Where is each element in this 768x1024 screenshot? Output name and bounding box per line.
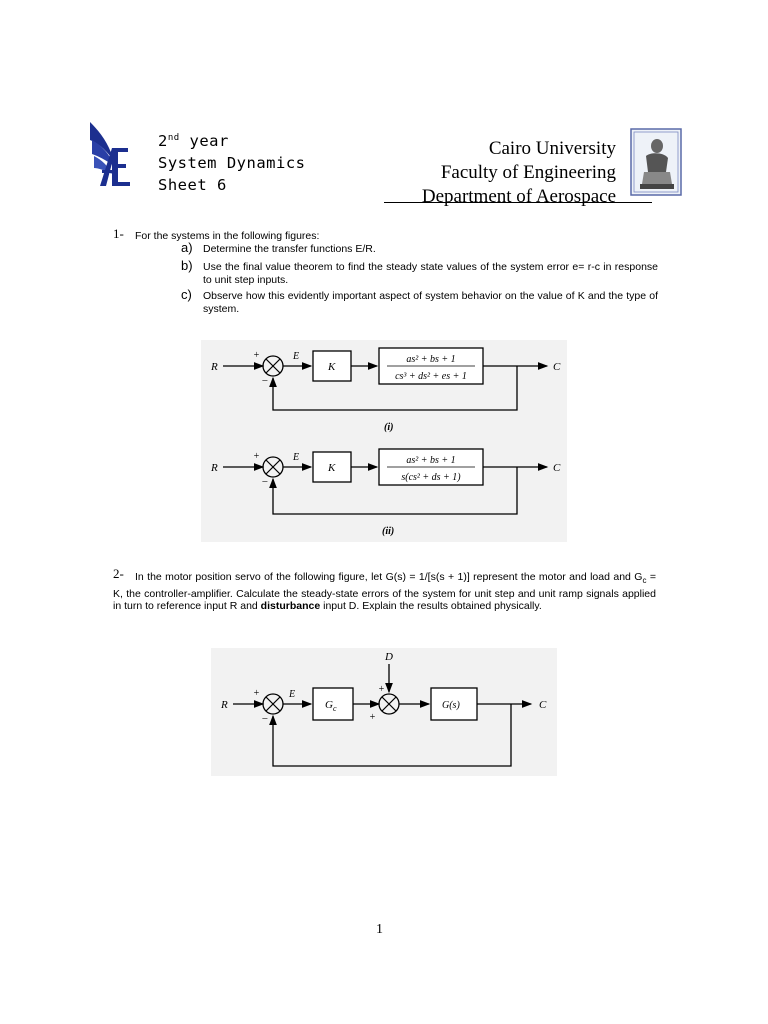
controller-block [312,687,354,721]
gain-block-ii [312,451,352,483]
caption-ii: (ii) [382,526,394,537]
fig2-input: R [220,699,228,711]
q1-part-b-letter: b) [181,258,193,273]
svg-text:−: − [261,476,268,488]
diagram-ii-output: C [553,462,561,474]
course-info: 2nd year System Dynamics Sheet 6 [158,130,305,196]
university-name: Cairo University [488,138,616,159]
figure-2: R + − E Gc D + + G(s) C [211,648,557,776]
fig2-disturbance: D [384,651,393,663]
q1-number: 1- [113,226,124,241]
q2-number: 2- [113,566,124,581]
course-subject: System Dynamics [158,154,306,172]
svg-text:−: − [261,713,268,725]
course-year: 2nd year [158,132,229,150]
faculty-name: Faculty of Engineering [440,162,616,183]
q1-part-b-text: Use the final value theorem to find the … [203,261,658,286]
svg-text:as² + bs + 1: as² + bs + 1 [406,354,455,365]
fig2-error: E [288,689,295,700]
institution-block: Cairo University Faculty of Engineering … [360,137,616,209]
q1-part-c-text: Observe how this evidently important asp… [203,290,658,315]
diagram-i-output: C [553,361,561,373]
q1-part-c-letter: c) [181,287,192,302]
svg-text:Gc: Gc [325,699,337,713]
department-name: Department of Aerospace [421,186,616,207]
svg-text:+: + [369,712,376,723]
diagram-i-input: R [210,361,218,373]
diagram-i-error: E [292,351,299,362]
svg-text:+: + [378,684,385,695]
svg-text:+: + [253,350,260,361]
q2-text: In the motor position servo of the follo… [113,571,656,613]
course-sheet: Sheet 6 [158,176,227,194]
block-diagram-i: R + − E K as² + bs + 1 cs³ + ds² + es + … [210,347,561,433]
page-number: 1 [376,922,383,937]
q1-part-a-text: Determine the transfer functions E/R. [203,243,376,255]
svg-text:s(cs² + ds + 1): s(cs² + ds + 1) [401,472,461,483]
q2-bold-disturbance: disturbance [260,600,321,613]
fig2-output: C [539,699,547,711]
aerospace-logo [88,118,150,194]
svg-text:cs³ + ds² + es + 1: cs³ + ds² + es + 1 [395,371,467,382]
caption-i: (i) [384,422,393,433]
svg-text:K: K [327,361,336,373]
header-rule [384,202,652,203]
diagram-ii-error: E [292,452,299,463]
university-seal [630,128,682,196]
q1-part-a-letter: a) [181,240,193,255]
q1-intro: For the systems in the following figures… [135,230,320,242]
svg-text:K: K [327,462,336,474]
svg-text:+: + [253,451,260,462]
gain-block-i [312,350,352,382]
figure-1: R + − E K as² + bs + 1 cs³ + ds² + es + … [201,340,567,542]
svg-text:−: − [261,375,268,387]
svg-text:G(s): G(s) [442,700,460,711]
diagram-ii-input: R [210,462,218,474]
svg-text:as² + bs + 1: as² + bs + 1 [406,455,455,466]
block-diagram-ii: R + − E K as² + bs + 1 s(cs² + ds + 1) C… [210,448,561,537]
svg-text:+: + [253,688,260,699]
